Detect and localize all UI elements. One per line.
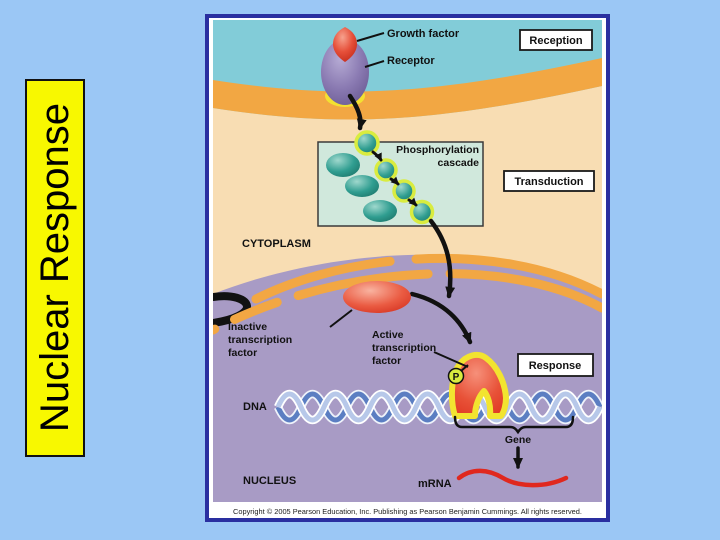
inactive-tf-label-line1: Inactive (228, 321, 267, 333)
inactive-tf-label-line3: factor (228, 347, 257, 359)
nuclear-envelope-fold (213, 292, 251, 327)
arrow-cascade-to-nucleus (428, 218, 456, 299)
reception-label: Reception (529, 35, 582, 47)
receptor-label: Receptor (387, 55, 435, 67)
stage-box-reception: Reception (519, 29, 593, 51)
slide-title: Nuclear Response (33, 103, 77, 433)
phosphate-label: P (453, 372, 460, 383)
cascade-arrow (407, 197, 418, 207)
stage-box-transduction: Transduction (503, 170, 595, 192)
kinase-shape (326, 153, 360, 177)
copyright-line: Copyright © 2005 Pearson Education, Inc.… (233, 507, 582, 516)
cytoplasm-label: CYTOPLASM (242, 238, 311, 250)
nuclear-envelope-outer (251, 253, 602, 304)
cascade-arrow (371, 150, 383, 162)
transduction-label: Transduction (514, 176, 583, 188)
gene-label: Gene (505, 434, 531, 446)
activated-kinase-shape (392, 179, 416, 203)
mrna-label: mRNA (418, 478, 452, 490)
active-tf-label-line3: factor (372, 355, 401, 367)
dna-helix (274, 389, 602, 425)
inactive-tf-shape (343, 281, 411, 313)
signal-pathway-diagram: P Growth factor Receptor Phosphorylation… (213, 20, 602, 502)
inactive-tf-label-line2: transcription (228, 334, 292, 346)
growth-factor-label: Growth factor (387, 28, 460, 40)
nuclear-envelope-inner (213, 269, 602, 335)
arrow-inactive-to-active-tf (409, 291, 473, 345)
phosphate-badge (447, 367, 465, 385)
growth-factor-pointer-line (356, 32, 385, 42)
active-tf-label-line1: Active (372, 329, 404, 341)
growth-factor-shape (333, 27, 357, 62)
active-tf-pointer-line (433, 351, 469, 368)
diagram-panel: P Growth factor Receptor Phosphorylation… (205, 14, 610, 522)
slide-title-box: Nuclear Response (25, 79, 85, 457)
plasma-membrane (213, 58, 602, 120)
gene-bracket (453, 415, 575, 435)
nucleus-label: NUCLEUS (243, 475, 296, 487)
dna-label: DNA (243, 401, 267, 413)
active-tf-label-line2: transcription (372, 342, 436, 354)
phosphorylation-label-line1: Phosphorylation (396, 144, 479, 156)
receptor-shape (321, 39, 369, 105)
cascade-arrow (389, 176, 400, 186)
active-tf-shape (448, 351, 509, 419)
inactive-tf-pointer-line (329, 309, 353, 328)
stage-box-response: Response (517, 353, 594, 377)
activated-kinase-shape (374, 158, 398, 182)
phosphorylation-label-line2: cascade (438, 157, 480, 169)
kinase-shape (363, 200, 397, 222)
activated-kinase-shape (409, 199, 435, 225)
arrow-receptor-to-cascade (347, 93, 367, 131)
response-label: Response (529, 360, 582, 372)
activated-kinase-shape (354, 130, 380, 156)
kinase-shape (345, 175, 379, 197)
mrna-strand (456, 468, 569, 488)
nucleus-region (213, 254, 602, 502)
receptor-pointer-line (364, 60, 385, 68)
